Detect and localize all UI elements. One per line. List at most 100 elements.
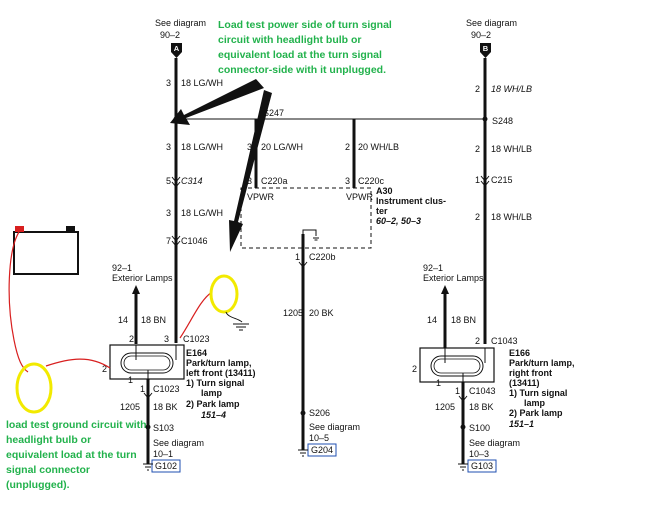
- right-ground-symbol: [458, 463, 468, 471]
- right-conn-bot-symbol: [458, 395, 468, 402]
- left-item1b: lamp: [201, 388, 223, 398]
- center-internal-ground-symbol: [313, 237, 319, 241]
- right-bulb-inner: [433, 358, 481, 374]
- c1046-connector-top: [171, 235, 181, 242]
- c1046-connector-bottom: [171, 240, 181, 247]
- right-badge-letter: B: [483, 44, 489, 53]
- center-vpwr-right: VPWR: [346, 192, 374, 202]
- right-w2-label: 18 WH/LB: [491, 144, 532, 154]
- center-gnd-see: See diagram: [309, 422, 360, 432]
- left-w1-num: 3: [166, 78, 171, 88]
- instrument-cluster-box: [240, 187, 372, 249]
- left-ground-symbol: [143, 463, 153, 471]
- bottom-note-line-5: (unplugged).: [6, 479, 70, 491]
- center-conn-b: C220b: [309, 252, 336, 262]
- left-gnd-id: G102: [155, 461, 177, 471]
- left-bn-label: 18 BN: [141, 315, 166, 325]
- left-item1a: 1) Turn signal: [186, 378, 244, 388]
- left-circuit: See diagram 90–2 A 3 18 LG/WH S247 3 18 …: [102, 18, 360, 473]
- left-gnd-splice: S103: [153, 423, 174, 433]
- right-w1-label: 18 WH/LB: [491, 84, 532, 94]
- red-lead-to-lamp: [45, 358, 111, 369]
- right-ext-ref: 92–1: [423, 263, 443, 273]
- left-w5-num: 7: [166, 236, 171, 246]
- center-comp-name: A30: [376, 186, 393, 196]
- right-bn-label: 18 BN: [451, 315, 476, 325]
- right-ext-label: Exterior Lamps: [423, 273, 484, 283]
- red-lead-left: [8, 231, 29, 373]
- battery-icon: [13, 231, 79, 275]
- left-w1-label: 18 LG/WH: [181, 78, 223, 88]
- center-conn-c: C220c: [358, 176, 385, 186]
- left-connector-badge: [171, 43, 182, 58]
- yellow-test-circle-ground: [15, 362, 53, 414]
- right-gnd-see: See diagram: [469, 438, 520, 448]
- right-w4-label: 18 WH/LB: [491, 212, 532, 222]
- right-w3-label: C215: [491, 175, 513, 185]
- red-lead-to-probe: [179, 291, 213, 339]
- right-lamp-box: [419, 347, 495, 383]
- right-see-diagram: See diagram: [466, 18, 517, 28]
- right-pin1-left: 1: [436, 378, 441, 388]
- left-w4-label: 18 LG/WH: [181, 208, 223, 218]
- left-w2-label: 18 LG/WH: [181, 142, 223, 152]
- c215-connector-top: [480, 175, 490, 182]
- left-badge-letter: A: [174, 44, 180, 53]
- right-gnd-id: G103: [471, 461, 493, 471]
- top-annotation: Load test power side of turn signal circ…: [218, 19, 392, 76]
- bottom-annotation: load test ground circuit with headlight …: [6, 419, 147, 491]
- center-circuit: 3 20 LG/WH 3 C220a 2 20 WH/LB 3 C220c VP…: [240, 119, 446, 457]
- right-see-ref: 90–2: [471, 30, 491, 40]
- right-pin2-left: 2: [412, 364, 417, 374]
- right-circuit: See diagram 90–2 B 2 18 WH/LB S248 2 18 …: [354, 18, 575, 473]
- center-w2-num: 2: [345, 142, 350, 152]
- right-ground-id-box: [467, 459, 497, 473]
- bottom-note-line-1: load test ground circuit with: [6, 419, 147, 431]
- left-w5-label: C1046: [181, 236, 208, 246]
- left-bulb-outline: [120, 352, 174, 374]
- center-w2-label: 20 WH/LB: [358, 142, 399, 152]
- top-note-line-2: circuit with headlight bulb or: [218, 34, 362, 46]
- left-bulb-inner: [123, 355, 171, 371]
- left-conn-bot: C1023: [153, 384, 180, 394]
- left-pin2-left: 2: [102, 364, 107, 374]
- left-ext-ref: 92–1: [112, 263, 132, 273]
- right-gnd-num: 1205: [435, 402, 455, 412]
- left-gnd-label: 18 BK: [153, 402, 178, 412]
- right-conn-bot: C1043: [469, 386, 496, 396]
- top-note-line-4: connector-side with it unplugged.: [218, 64, 386, 76]
- bottom-note-line-4: signal connector: [6, 464, 90, 476]
- center-pin-a: 3: [247, 176, 252, 186]
- center-gnd-splice: S206: [309, 408, 330, 418]
- arrow-to-c1023: [229, 90, 272, 252]
- right-pin1-bot: 1: [455, 386, 460, 396]
- c314-connector-bottom: [171, 181, 181, 188]
- center-gnd-num: 1205: [283, 308, 303, 318]
- right-gnd-label: 18 BK: [469, 402, 494, 412]
- center-pin-b: 1: [295, 252, 300, 262]
- right-item2: 2) Park lamp: [509, 408, 563, 418]
- center-w-label: 20 LG/WH: [261, 142, 303, 152]
- left-gnd-ref: 10–1: [153, 449, 173, 459]
- c314-connector-top: [171, 176, 181, 183]
- top-note-line-1: Load test power side of turn signal: [218, 19, 392, 31]
- left-gnd-num: 1205: [120, 402, 140, 412]
- center-internal-ground: [302, 229, 317, 236]
- battery-positive-terminal: [15, 226, 24, 232]
- center-comp-ref: 60–2, 50–3: [376, 216, 421, 226]
- right-bulb-outline: [430, 355, 484, 377]
- right-pin2-top: 2: [475, 336, 480, 346]
- right-bn-num: 14: [427, 315, 437, 325]
- right-gnd-ref: 10–3: [469, 449, 489, 459]
- center-comp-desc1: Instrument clus-: [376, 196, 446, 206]
- center-gnd-label: 20 BK: [309, 308, 334, 318]
- left-w2-num: 3: [166, 142, 171, 152]
- yellow-test-circle-power: [209, 274, 239, 314]
- top-note-line-3: equivalent load at the turn signal: [218, 49, 382, 61]
- right-comp-ref: 151–1: [509, 419, 534, 429]
- c215-connector-bottom: [480, 180, 490, 187]
- right-item1b: lamp: [524, 398, 546, 408]
- left-gnd-splice-dot: [145, 424, 151, 430]
- left-ground-id-box: [151, 459, 181, 473]
